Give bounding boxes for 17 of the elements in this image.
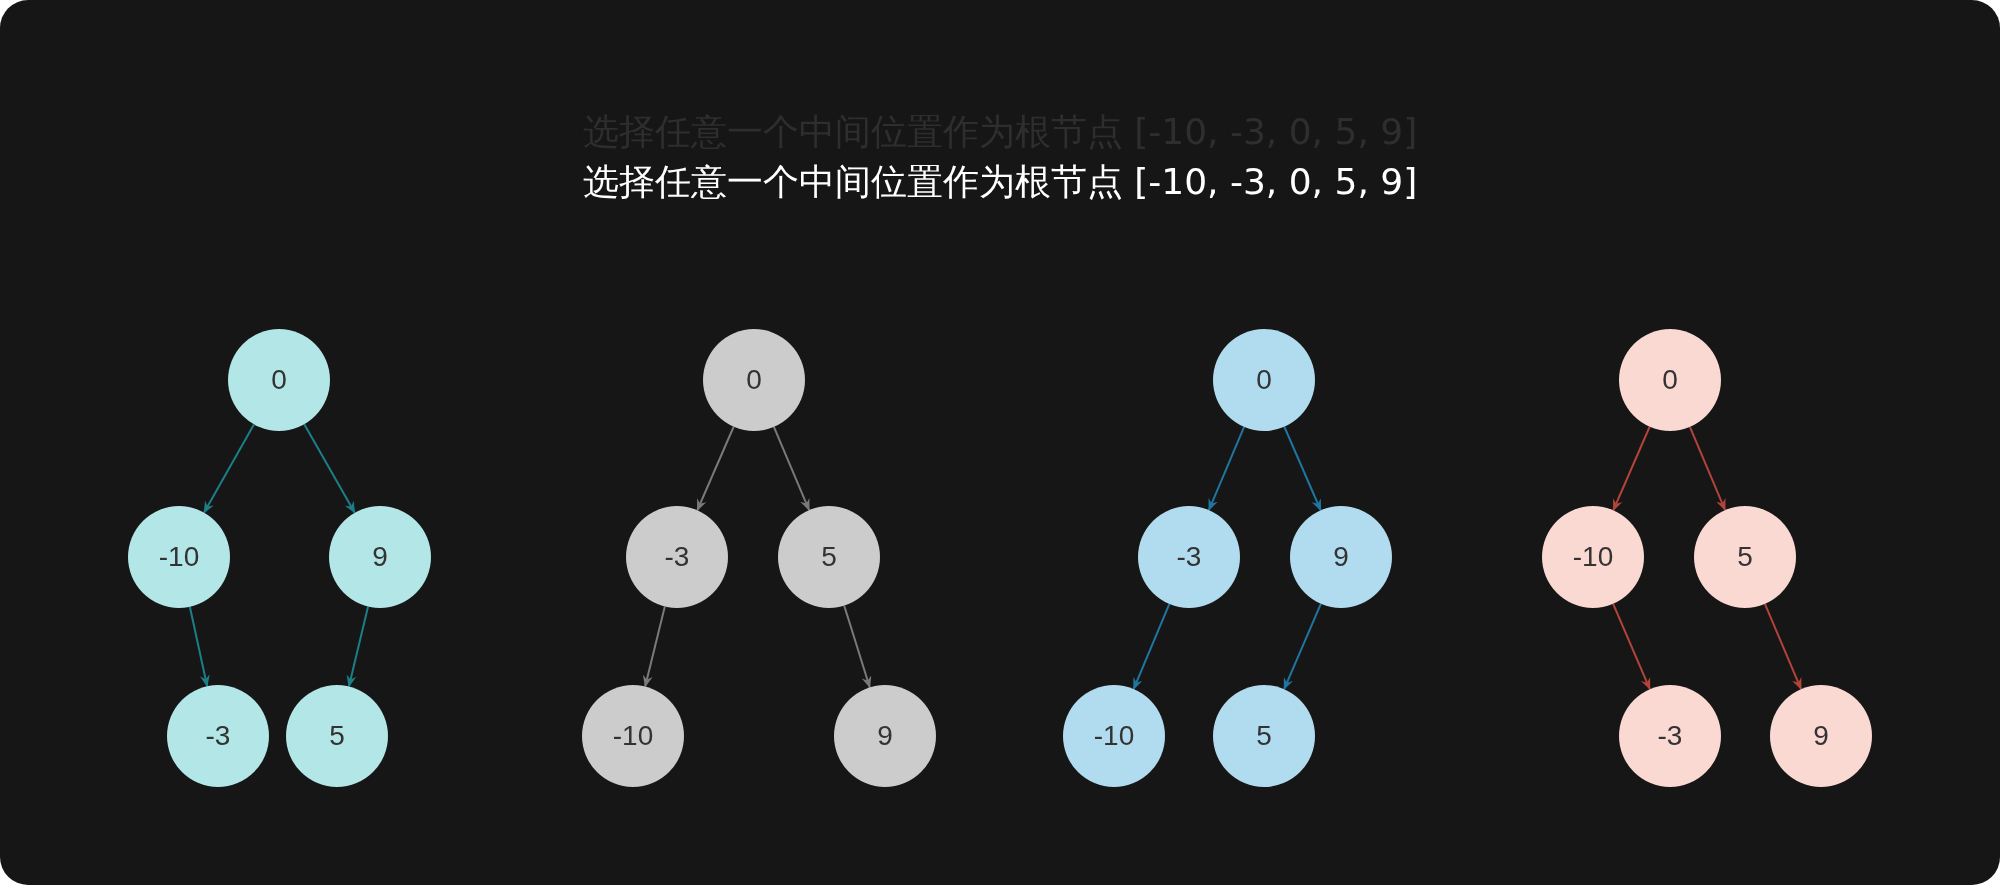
arrow [346, 605, 370, 688]
arrow [843, 604, 872, 689]
arrow [772, 425, 811, 512]
arrow [1612, 602, 1651, 691]
arrow [1612, 425, 1651, 512]
arrow [642, 605, 666, 688]
arrow [1688, 425, 1727, 512]
arrow [1763, 602, 1803, 691]
arrow [188, 605, 210, 688]
arrow [1132, 603, 1171, 690]
arrow [203, 423, 255, 514]
arrow [1283, 602, 1322, 691]
title: 选择任意一个中间位置作为根节点 [-10, -3, 0, 5, 9] [582, 160, 1418, 204]
arrow [696, 425, 735, 512]
arrow [1207, 425, 1246, 512]
arrow [303, 423, 356, 514]
arrow [1283, 425, 1322, 512]
